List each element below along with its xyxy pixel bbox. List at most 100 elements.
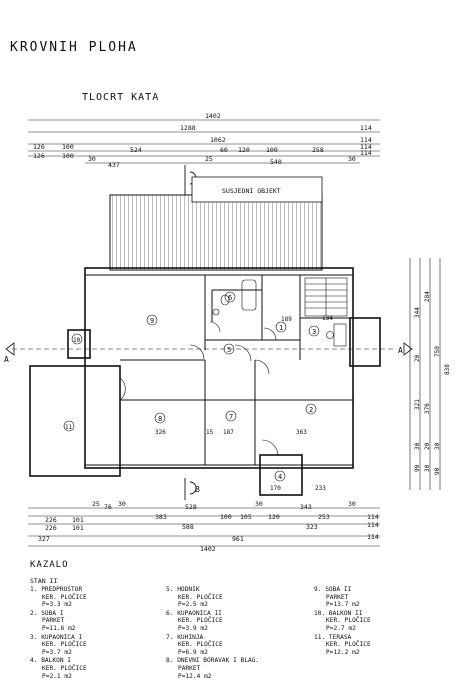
legend-item-number: 7.: [166, 633, 174, 641]
dim-bot-114b: 114: [367, 521, 379, 529]
legend-item-area: P=13.7 m2: [326, 601, 360, 609]
section-marker-b-bottom: [184, 478, 197, 500]
right-dim-838: 838: [444, 364, 451, 375]
bath-fixtures: [212, 279, 347, 347]
bottom-dimension-lines: [28, 507, 380, 547]
dim-top-120: 120: [238, 146, 250, 154]
legend-item-number: 5.: [166, 586, 174, 593]
legend-item-number: 11.: [314, 633, 326, 641]
dim-top-100c: 100: [62, 152, 74, 160]
legend-item-title: 8. DNEVNI BORAVAK I BLAG.: [166, 657, 259, 665]
legend-item-name: BALKON II: [328, 609, 363, 617]
legend-item-number: 9.: [314, 586, 322, 593]
dim-bot-105: 105: [240, 513, 252, 521]
dim-bot-114c: 114: [367, 533, 379, 541]
legend-item-finish: PARKET: [326, 593, 349, 601]
dim-top-60: 60: [220, 146, 228, 154]
dim-top-1062: 1062: [210, 136, 226, 144]
neighbor-label: SUSJEDNI OBJEKT: [222, 187, 281, 195]
legend-item-name: SOBA I: [41, 609, 64, 617]
legend-item-finish: KER. PLOČICE: [178, 641, 223, 649]
floor-plan: 1402 1288 114 1062 114 126 100 524 60 12…: [4, 112, 451, 553]
dim-bot-323: 323: [306, 523, 318, 531]
room-number-10: 10: [73, 337, 81, 344]
dim-top-100b: 100: [266, 146, 278, 154]
dim-bot-101b: 101: [72, 524, 84, 532]
legend-item-number: 1.: [30, 586, 38, 593]
dim-top-258: 258: [312, 146, 324, 154]
legend-item-area: P=11.6 m2: [42, 624, 76, 632]
dim-top-540: 540: [270, 158, 282, 166]
legend-item-name: HODNIK: [177, 586, 200, 593]
drawing-title: KROVNIH PLOHA: [10, 40, 138, 55]
dim-bot-120: 120: [268, 513, 280, 521]
door-swings: [119, 321, 279, 457]
dim-bot-226a: 226: [45, 516, 57, 524]
legend-unit: STAN II: [30, 577, 58, 585]
dim-top-25: 25: [205, 155, 213, 163]
room-number-11: 11: [65, 424, 73, 431]
dim-bot-25: 25: [92, 500, 100, 508]
legend-item-name: BALKON I: [41, 657, 71, 665]
legend-item-title: 9. SOBA II: [314, 586, 371, 594]
legend-item-title: 3. KUPAONICA I: [30, 634, 87, 642]
right-dim-321: 321: [414, 399, 421, 410]
dim-bot-588: 588: [182, 523, 194, 531]
legend-item-number: 3.: [30, 633, 38, 641]
inner-dim-363: 363: [296, 429, 307, 436]
room-number-2: 2: [309, 406, 313, 414]
legend-item-title: 7. KUHINJA: [166, 634, 259, 642]
dim-top-114a: 114: [360, 124, 372, 132]
dim-bot-383: 383: [155, 513, 167, 521]
legend-item-title: 10. BALKON II: [314, 610, 371, 618]
neighbor-building: [191, 176, 323, 203]
dim-bot-961: 961: [232, 535, 244, 543]
legend-item-title: 11. TERASA: [314, 634, 371, 642]
legend-item-finish: KER. PLOČICE: [42, 593, 87, 601]
section-arrow-a-right: [403, 342, 413, 356]
legend-item-area: P=3.3 m2: [42, 601, 72, 609]
dim-bot-101a: 101: [72, 516, 84, 524]
dim-bot-253: 253: [318, 513, 330, 521]
right-dim-90a: 90: [414, 464, 421, 472]
dim-bot-343: 343: [300, 503, 312, 511]
legend-heading: KAZALO: [30, 560, 69, 570]
room-number-8: 8: [158, 415, 162, 423]
dim-bot-30c: 30: [348, 500, 356, 508]
inner-dim-187: 187: [223, 429, 234, 436]
right-dim-20a: 20: [414, 354, 421, 362]
dim-top-114d: 114: [360, 149, 372, 157]
inner-dim-326: 326: [155, 429, 166, 436]
legend-item-name: PREDPROSTOR: [41, 586, 83, 593]
dim-top-30a: 30: [88, 155, 96, 163]
legend-item-number: 2.: [30, 609, 38, 617]
dim-top-114c: 114: [360, 143, 372, 151]
right-dim-30b: 30: [434, 442, 441, 450]
legend-item-name: KUPAONICA I: [41, 633, 83, 641]
interior-walls: [85, 274, 353, 466]
right-dim-30c: 30: [424, 464, 431, 472]
top-dimension-lines: [28, 119, 380, 164]
legend-item-name: KUPAONICA II: [177, 609, 222, 617]
room-number-5: 5: [227, 346, 231, 354]
dim-top-126b: 126: [33, 152, 45, 160]
right-dim-30a: 30: [414, 442, 421, 450]
legend-item-finish: KER. PLOČICE: [42, 641, 87, 649]
legend-item-finish: KER. PLOČICE: [42, 664, 87, 672]
dim-bot-226b: 226: [45, 524, 57, 532]
dim-top-524: 524: [130, 146, 142, 154]
room-number-3: 3: [312, 328, 316, 336]
room-number-9: 9: [150, 317, 154, 325]
legend-item-area: P=12.2 m2: [326, 648, 360, 656]
legend-item-title: 6. KUPAONICA II: [166, 610, 259, 618]
legend-item-finish: KER. PLOČICE: [178, 617, 223, 625]
dim-bot-76: 76: [104, 503, 112, 511]
